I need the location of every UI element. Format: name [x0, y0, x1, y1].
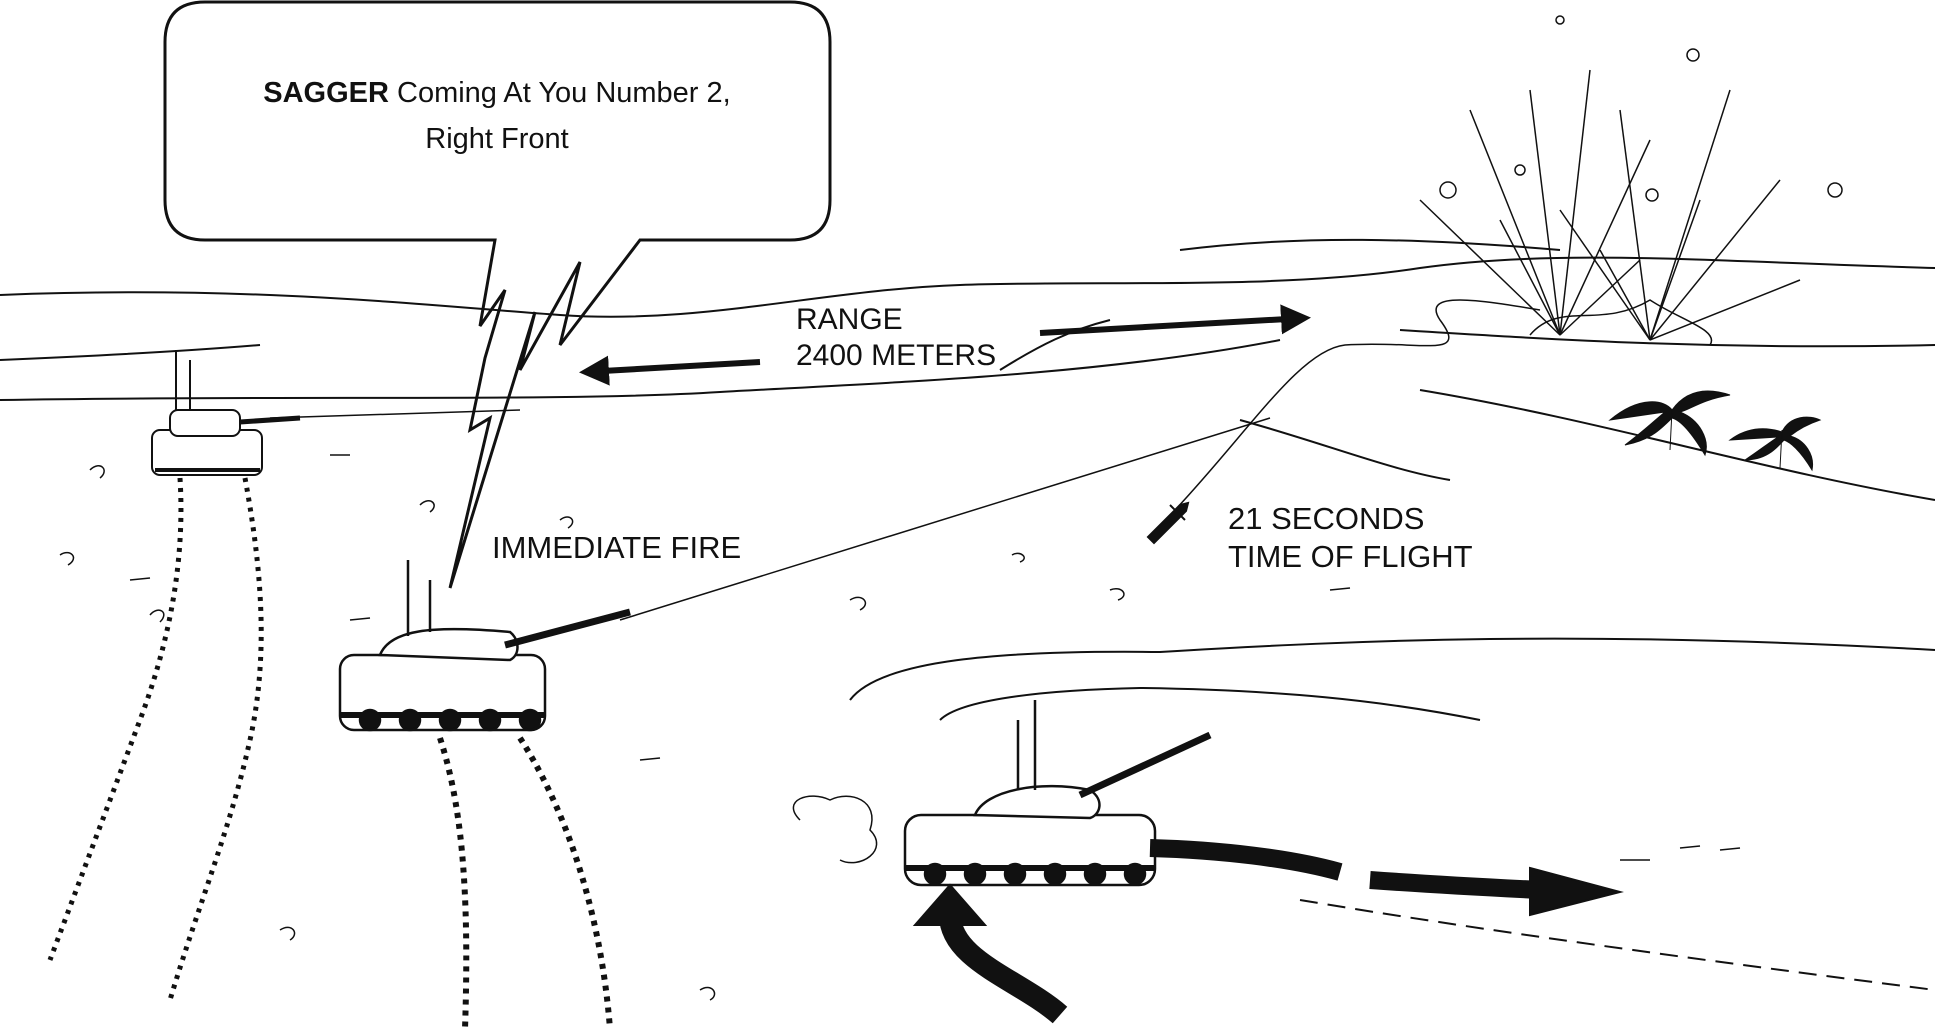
time-of-flight-line-1: 21 SECONDS: [1228, 501, 1425, 536]
range-arrow-right: [1039, 304, 1311, 336]
radio-callout-text: SAGGER Coming At You Number 2, Right Fro…: [162, 70, 832, 162]
time-of-flight-label: 21 SECONDS TIME OF FLIGHT: [1228, 500, 1473, 576]
range-label: RANGE 2400 METERS: [796, 302, 996, 374]
callout-line-1: SAGGER Coming At You Number 2,: [162, 70, 832, 116]
tank-maneuvering-icon: [792, 700, 1212, 887]
terrain-ridge-3: [1179, 238, 1561, 251]
sight-line-lead: [269, 409, 521, 419]
terrain-ridge-6: [1239, 419, 1451, 481]
maneuver-arrow-right-1: [1149, 839, 1343, 881]
callout-line-2: Right Front: [425, 123, 569, 155]
tank-far-tracks-2: [167, 477, 264, 1001]
missile-wire: [1174, 299, 1541, 511]
tank-far-tracks: [47, 477, 184, 961]
terrain-dune: [849, 637, 1935, 701]
speech-bubble: [163, 0, 832, 589]
terrain-ridge-7: [999, 319, 1111, 371]
terrain-dune-inner: [939, 686, 1481, 721]
sight-line-to-tank: [619, 417, 1271, 621]
maneuver-arrow-curve: [939, 913, 1068, 1024]
terrain-ridge-4: [1399, 329, 1935, 348]
tank-firing-tracks: [437, 737, 470, 1029]
time-of-flight-line-2: TIME OF FLIGHT: [1228, 539, 1473, 574]
tank-far-icon: [151, 350, 301, 476]
terrain-ground-line: [0, 344, 261, 361]
immediate-fire-label: IMMEDIATE FIRE: [492, 530, 742, 565]
range-label-line-2: 2400 METERS: [796, 339, 997, 372]
tank-firing-tracks-2: [517, 736, 613, 1029]
missile-icon: [1146, 501, 1190, 545]
palm-tree-icon: [1608, 390, 1822, 472]
explosion-icon: [1419, 15, 1843, 346]
maneuver-arrow-right-head: [1529, 866, 1624, 917]
terrain-ridge-2: [0, 339, 1281, 401]
terrain-foreground: [1299, 899, 1935, 991]
tank-firing-icon: [338, 560, 631, 732]
terrain-details: [59, 454, 1741, 1001]
terrain-ridge-5: [1419, 389, 1935, 501]
callout-emphasis: SAGGER: [263, 77, 389, 109]
callout-line-1-rest: Coming At You Number 2,: [388, 77, 731, 109]
maneuver-arrow-right-2: [1369, 871, 1541, 899]
range-label-line-1: RANGE: [796, 303, 903, 336]
maneuver-arrow-curve-head: [912, 883, 988, 926]
range-arrow-left: [579, 355, 761, 386]
